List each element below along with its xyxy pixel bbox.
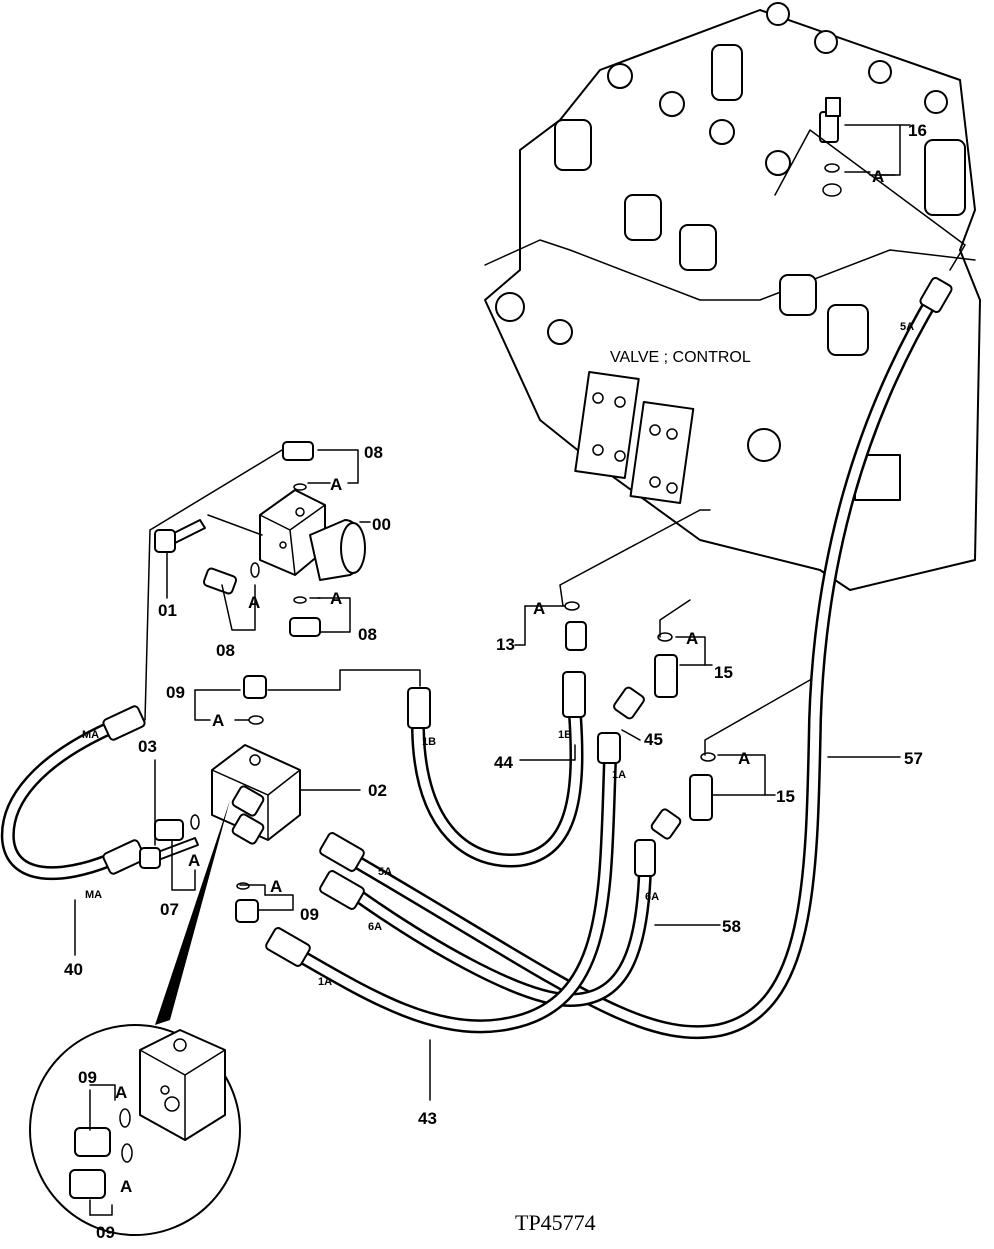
callout-13: 13: [496, 635, 515, 654]
ref-a-5: A: [188, 851, 200, 870]
hose-tag-1b-b: 1B: [558, 729, 572, 741]
callout-09-inset-top: 09: [78, 1068, 97, 1087]
labels: VALVE ; CONTROL 08 A 00 01 A 08 A 08 09 …: [64, 121, 927, 1242]
figure-id: TP45774: [515, 1210, 596, 1235]
callout-00: 00: [372, 515, 391, 534]
ref-a-12: A: [120, 1177, 132, 1196]
hoses: [0, 288, 942, 1040]
ref-a-10: A: [872, 167, 884, 186]
callout-57: 57: [904, 749, 923, 768]
hose-tag-ma-bottom: MA: [85, 889, 102, 901]
callout-16: 16: [908, 121, 927, 140]
hose-tag-5a-a: 5A: [900, 321, 914, 333]
hose-tag-6a-b: 6A: [368, 921, 382, 933]
ref-a-4: A: [212, 711, 224, 730]
callout-40: 40: [64, 960, 83, 979]
hose-tag-1a-b: 1A: [318, 976, 332, 988]
callout-01: 01: [158, 601, 177, 620]
callout-09-top: 09: [166, 683, 185, 702]
ref-a-3: A: [330, 589, 342, 608]
callout-43: 43: [418, 1109, 437, 1128]
callout-44: 44: [494, 753, 513, 772]
callout-58: 58: [722, 917, 741, 936]
callout-03: 03: [138, 737, 157, 756]
block-00: [154, 441, 366, 637]
ref-a-1: A: [330, 475, 342, 494]
callout-08-top: 08: [364, 443, 383, 462]
hose-fittings: [102, 276, 953, 967]
callout-09-mid: 09: [300, 905, 319, 924]
hose-tag-6a-a: 6A: [645, 891, 659, 903]
callout-08-left: 08: [216, 641, 235, 660]
callout-15-bottom: 15: [776, 787, 795, 806]
ref-a-11: A: [115, 1083, 127, 1102]
callout-08-bottom: 08: [358, 625, 377, 644]
callout-07: 07: [160, 900, 179, 919]
ref-a-8: A: [686, 629, 698, 648]
leader-lines: [74, 174, 901, 1216]
ref-a-9: A: [738, 749, 750, 768]
callout-45: 45: [644, 730, 663, 749]
control-valve: [484, 2, 981, 591]
detail-inset: [29, 800, 241, 1236]
hose-tag-ma-top: MA: [82, 729, 99, 741]
valve-control-label: VALVE ; CONTROL: [610, 349, 751, 366]
ref-a-6: A: [270, 877, 282, 896]
hose-tag-1b-a: 1B: [422, 736, 436, 748]
hose-tag-5a-b: 5A: [378, 866, 392, 878]
ref-a-2: A: [248, 593, 260, 612]
callout-09-inset-bottom: 09: [96, 1223, 115, 1242]
block-02: [139, 675, 301, 923]
fittings-13-15: [564, 601, 716, 821]
callout-02: 02: [368, 781, 387, 800]
callout-15-top: 15: [714, 663, 733, 682]
ref-a-7: A: [533, 599, 545, 618]
hose-tag-1a-a: 1A: [612, 769, 626, 781]
